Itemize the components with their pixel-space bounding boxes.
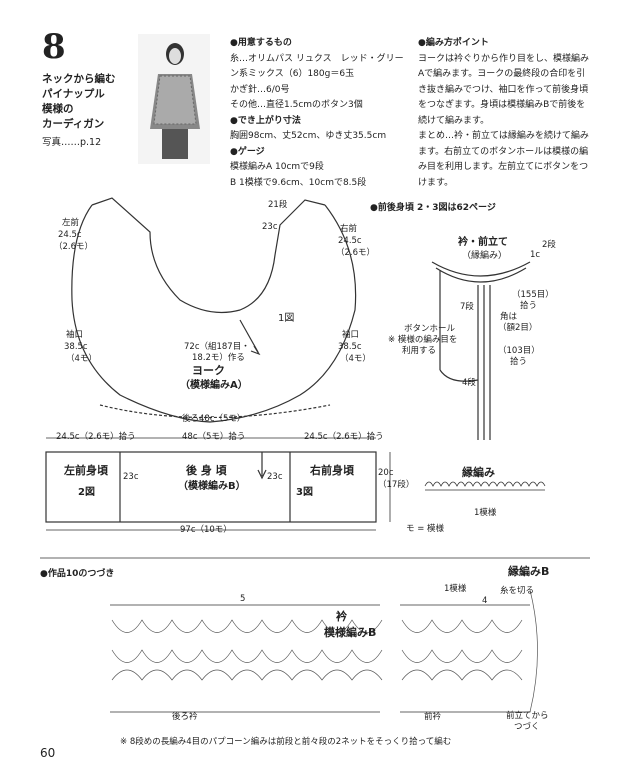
dim-label: 角は <box>500 312 518 322</box>
row-num: 5 <box>240 594 246 604</box>
materials-line: かぎ針…6/0号 <box>230 84 290 95</box>
yoke-sleeve-right: 袖口 <box>342 330 360 340</box>
section-heading: ●前後身頃 2・3図は62ページ <box>370 203 496 213</box>
yoke-name: ヨーク <box>192 364 225 377</box>
dim-label: （103目） <box>498 346 540 356</box>
dim-label: 24.5c <box>58 230 82 240</box>
materials-line: 糸…オリムパス リュクス レッド・グリー <box>230 53 404 64</box>
yoke-outline <box>71 204 357 423</box>
dim-label: 23c <box>267 472 283 482</box>
materials-block: ●用意するもの 糸…オリムパス リュクス レッド・グリー ン系ミックス（6）18… <box>230 36 404 191</box>
chart-pattern: 模様編みB <box>324 626 377 639</box>
materials-line: ン系ミックス（6）180g＝6玉 <box>230 69 355 79</box>
edging-name: 縁編み <box>462 466 495 479</box>
dim-label: （4モ） <box>66 354 97 364</box>
dim-label: 72c（組187目・ <box>184 342 250 352</box>
dim-label: （2.6モ） <box>336 248 376 258</box>
dim-label: （17段） <box>378 480 415 490</box>
points-line: Aで編みます。ヨークの最終段の合印を引 <box>418 69 586 79</box>
chart-front-neck: 前衿 <box>424 712 442 722</box>
dim-label: 18.2モ）作る <box>192 353 245 363</box>
gauge-heading: ●ゲージ <box>230 146 265 157</box>
pattern-title: ネックから編む パイナップル 模様の カーディガン <box>42 73 116 130</box>
chart-back-neck: 後ろ衿 <box>172 712 198 722</box>
points-line: み目を利用します。左前立てにボタンをつ <box>418 162 589 172</box>
dim-label: （2.6モ） <box>54 242 94 252</box>
dim-label: （4モ） <box>340 354 371 364</box>
points-line: けます。 <box>418 177 454 188</box>
points-heading: ●編み方ポイント <box>418 38 489 48</box>
yoke-sleeve-left: 袖口 <box>66 330 84 340</box>
points-line: をつなぎます。身頃は模様編みBで前後を <box>418 100 586 110</box>
dim-label: 24.5c <box>338 236 362 246</box>
dim-label: （155目） <box>512 290 554 300</box>
dim-label: 24.5c（2.6モ）拾う <box>304 432 384 442</box>
materials-heading: ●用意するもの <box>230 38 292 48</box>
yoke-right-front: 右前 <box>340 224 358 234</box>
gauge-line: 模様編みA 10cmで9段 <box>230 162 324 172</box>
buttonhole-note: ボタンホール <box>404 324 456 334</box>
chart-collar: 衿 <box>336 610 347 623</box>
right-front-name: 右前身頃 <box>310 464 354 477</box>
materials-line: その他…直径1.5cmのボタン3個 <box>230 100 363 110</box>
pattern-number: 8 <box>42 27 66 67</box>
dim-label: 48c（5モ）拾う <box>182 432 246 442</box>
cut-note: 糸を切る <box>500 586 535 596</box>
row-num: 4 <box>482 596 488 606</box>
dim-label: （額2目） <box>498 323 538 333</box>
dim-label: 後ろ48c（5モ） <box>182 414 246 424</box>
dim-label: 7段 <box>460 302 474 312</box>
dim-label: 24.5c（2.6モ）拾う <box>56 432 136 442</box>
figure-ref: 3図 <box>296 487 313 498</box>
buttonhole-note: ※ 模様の編み目を <box>388 335 458 345</box>
size-line: 胸囲98cm、丈52cm、ゆき丈35.5cm <box>230 131 387 141</box>
dim-label: 4段 <box>462 378 476 388</box>
back-body-name: 後 身 頃 <box>186 464 227 477</box>
dim-label: 38.5c <box>64 342 88 352</box>
continue-note: つづく <box>514 722 540 732</box>
model-photo <box>138 34 210 164</box>
legend-note: モ = 模様 <box>406 524 445 534</box>
figure-ref: 1図 <box>278 313 295 324</box>
dim-label: 97c（10モ） <box>180 525 232 535</box>
points-line: き抜き編みでつけ、袖口を作って前後身頃 <box>418 84 589 95</box>
yoke-sub: （模様編みA） <box>180 380 248 391</box>
points-block: ●編み方ポイント ヨークは衿ぐりから作り目をし、模様編み Aで編みます。ヨークの… <box>418 36 589 191</box>
continue-note: 前立てから <box>506 711 549 721</box>
dim-label: 23c <box>123 472 139 482</box>
photo-reference: 写真……p.12 <box>42 137 102 148</box>
dim-label: 38.5c <box>338 342 362 352</box>
left-front-name: 左前身頃 <box>64 464 108 477</box>
size-heading: ●でき上がり寸法 <box>230 115 301 126</box>
section-heading: ●作品10のつづき <box>40 569 115 579</box>
points-line: ます。右前立てのボタンホールは模様の編 <box>418 146 589 157</box>
repeat-label: 1模様 <box>474 508 497 518</box>
chart-edge-title: 縁編みB <box>508 565 550 578</box>
band-sub: （縁編み） <box>462 251 508 261</box>
dim-label: 23c <box>262 222 278 232</box>
dim-label: 21段 <box>268 200 288 210</box>
dim-label: 拾う <box>510 357 528 367</box>
buttonhole-note: 利用する <box>402 346 437 356</box>
footnote: ※ 8段めの長編み4目のパプコーン編みは前段と前々段の2ネットをそっくり拾って編… <box>120 737 452 747</box>
points-line: ヨークは衿ぐりから作り目をし、模様編み <box>418 53 590 64</box>
dim-label: 1c <box>530 250 541 260</box>
points-line: まとめ…衿・前立ては縁編みを続けて編み <box>418 131 589 141</box>
page-number: 60 <box>40 746 56 760</box>
back-body-sub: （模様編みB） <box>178 481 246 492</box>
band-name: 衿・前立て <box>458 237 508 248</box>
points-line: 続けて編みます。 <box>418 115 490 126</box>
dim-label: 20c <box>378 468 394 478</box>
body-rect <box>45 451 377 523</box>
gauge-line: B 1模様で9.6cm、10cmで8.5段 <box>230 177 367 188</box>
repeat-label: 1模様 <box>444 584 467 594</box>
dim-label: 2段 <box>542 240 556 250</box>
yoke-left-front: 左前 <box>62 218 80 228</box>
dim-label: 拾う <box>520 301 538 311</box>
figure-ref: 2図 <box>78 487 95 498</box>
